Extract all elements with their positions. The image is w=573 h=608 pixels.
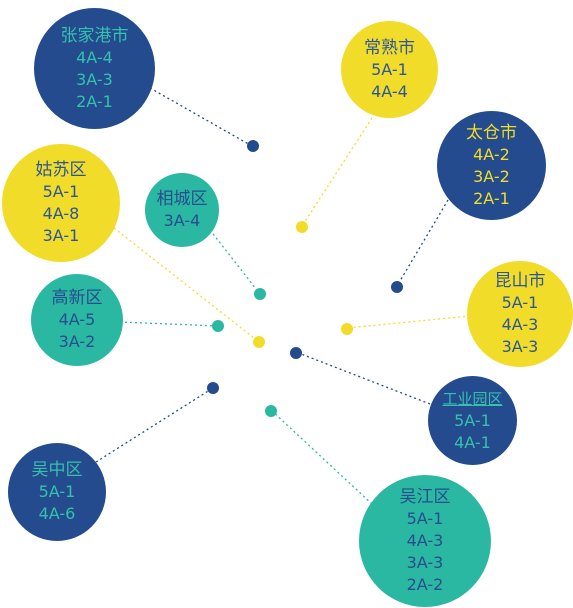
connector-kunshan	[346, 315, 471, 329]
node-name: 高新区	[51, 288, 103, 308]
node-zhangjiagang: 张家港市 4A-4 3A-3 2A-1	[34, 8, 155, 129]
node-rating: 4A-3	[406, 531, 444, 550]
connector-xiangcheng	[209, 229, 261, 295]
node-rating: 4A-4	[371, 81, 408, 101]
node-rating: 5A-1	[42, 182, 80, 201]
node-gaoxin: 高新区 4A-5 3A-2	[31, 274, 123, 366]
connector-wuzhong	[95, 387, 214, 463]
connector-taicang	[396, 199, 449, 287]
endpoint-dot-gaoxin	[212, 320, 224, 332]
node-name: 张家港市	[60, 25, 129, 46]
node-name: 昆山市	[494, 271, 546, 291]
node-gusu: 姑苏区 5A-1 4A-8 3A-1	[2, 144, 120, 262]
node-rating: 3A-4	[163, 211, 201, 230]
node-rating: 3A-3	[76, 69, 113, 89]
node-rating: 3A-2	[473, 166, 510, 186]
connector-gaoxin	[119, 321, 219, 327]
node-name: 相城区	[156, 189, 208, 209]
endpoint-dot-wujiang	[265, 405, 277, 417]
node-rating: 3A-1	[42, 226, 80, 245]
endpoint-dot-taicang	[391, 281, 403, 293]
connector-gongyeyuan	[295, 351, 431, 405]
connector-changshu	[301, 117, 373, 227]
node-rating: 4A-2	[473, 144, 510, 164]
endpoint-dot-wuzhong	[207, 382, 219, 394]
node-name: 吴江区	[399, 487, 451, 507]
endpoint-dot-gusu	[253, 336, 265, 348]
connector-zhangjiagang	[149, 87, 253, 147]
node-rating: 3A-3	[501, 337, 539, 356]
node-rating: 4A-4	[76, 47, 113, 67]
node-name: 太仓市	[466, 122, 517, 143]
node-wujiang: 吴江区 5A-1 4A-3 3A-3 2A-2	[359, 475, 491, 607]
node-rating: 5A-1	[371, 59, 408, 79]
endpoint-dot-kunshan	[341, 323, 353, 335]
node-rating: 5A-1	[38, 482, 76, 501]
node-rating: 5A-1	[501, 293, 539, 312]
node-rating: 2A-2	[406, 575, 444, 594]
node-name: 姑苏区	[35, 160, 87, 180]
node-rating: 4A-1	[454, 432, 491, 452]
node-rating: 4A-8	[42, 204, 80, 223]
endpoint-dot-xiangcheng	[254, 288, 266, 300]
node-rating: 4A-5	[58, 310, 96, 329]
connector-wujiang	[270, 409, 373, 505]
node-rating: 3A-3	[406, 553, 444, 572]
node-rating: 3A-2	[58, 332, 96, 351]
endpoint-dot-changshu	[296, 221, 308, 233]
node-xiangcheng: 相城区 3A-4	[145, 173, 219, 247]
node-kunshan: 昆山市 5A-1 4A-3 3A-3	[467, 261, 573, 367]
endpoint-dot-gongyeyuan	[290, 347, 302, 359]
endpoint-dot-zhangjiagang	[247, 140, 259, 152]
node-name: 吴中区	[31, 460, 83, 480]
node-wuzhong: 吴中区 5A-1 4A-6	[8, 443, 106, 541]
node-rating: 5A-1	[406, 509, 444, 528]
node-rating: 5A-1	[454, 410, 491, 430]
node-rating: 2A-1	[76, 91, 113, 111]
node-name: 常熟市	[364, 37, 415, 58]
node-gongyeyuan: 工业园区 5A-1 4A-1	[428, 376, 517, 465]
node-changshu: 常熟市 5A-1 4A-4	[341, 21, 438, 118]
node-rating: 2A-1	[473, 188, 510, 208]
node-name: 工业园区	[442, 389, 503, 408]
node-rating: 4A-6	[38, 504, 76, 523]
node-rating: 4A-3	[501, 315, 539, 334]
node-taicang: 太仓市 4A-2 3A-2 2A-1	[437, 111, 546, 220]
connector-gusu	[113, 227, 260, 343]
